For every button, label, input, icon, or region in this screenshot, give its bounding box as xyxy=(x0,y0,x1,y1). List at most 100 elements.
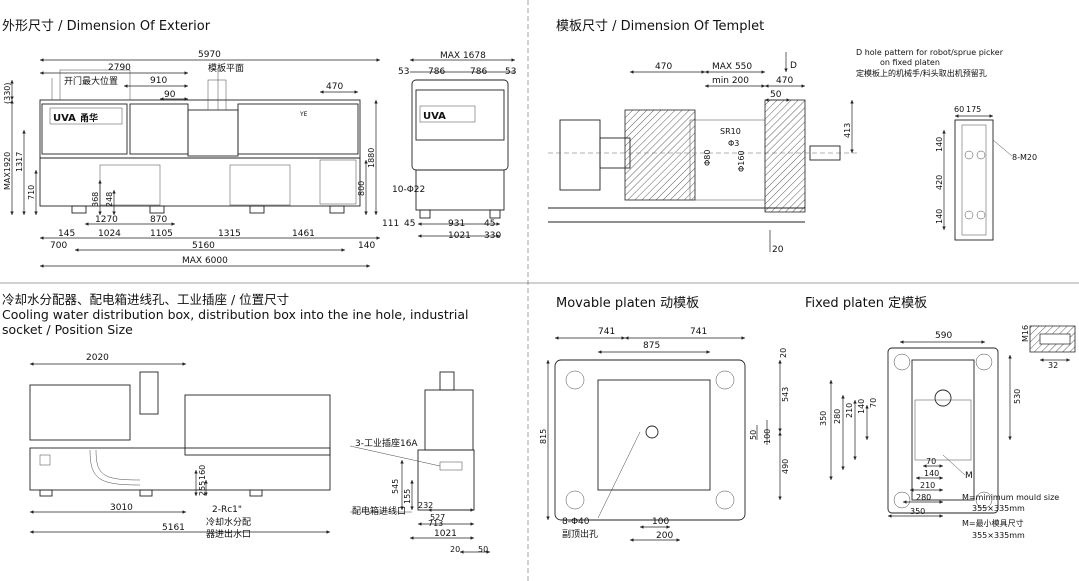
side-dim-45-left: 45 xyxy=(404,219,415,229)
exterior-dim-368: 368 xyxy=(91,192,100,207)
cooling-dim-545: 545 xyxy=(391,479,400,494)
exterior-dim-140: 140 xyxy=(358,241,375,251)
cooling-dim-5161: 5161 xyxy=(162,523,185,533)
exterior-dim-330: (330) xyxy=(3,82,12,104)
side-dim-53-right: 53 xyxy=(505,67,516,77)
fixed-dim-m16: M16 xyxy=(1021,325,1030,342)
movable-platen-title: Movable platen 动模板 xyxy=(556,296,700,311)
fixed-dim-530: 530 xyxy=(1013,389,1022,404)
exterior-dim-1024: 1024 xyxy=(98,229,121,239)
fixed-dim-280-v: 280 xyxy=(833,409,842,424)
movable-dim-543: 543 xyxy=(781,387,790,402)
exterior-dim-470: 470 xyxy=(326,82,343,92)
exterior-dim-1880: 1880 xyxy=(367,148,376,168)
exterior-dim-1270: 1270 xyxy=(95,215,118,225)
movable-dim-200: 200 xyxy=(656,531,673,541)
fixed-dim-70-v: 70 xyxy=(869,398,878,408)
cooling-dim-255: 255 xyxy=(198,481,207,496)
fixed-dim-70-h: 70 xyxy=(926,457,936,466)
fixed-dim-350-h: 350 xyxy=(910,507,925,516)
platen-plane-label: 模板平面 xyxy=(208,62,244,74)
cooling-main-view xyxy=(29,362,331,534)
templet-dim-min200: min 200 xyxy=(712,76,749,86)
door-max-position-label: 开门最大位置 xyxy=(64,75,118,87)
exterior-dim-800: 800 xyxy=(357,181,366,196)
templet-dim-phi3: Φ3 xyxy=(728,139,739,148)
model-label: YE xyxy=(299,111,308,118)
movable-dim-490: 490 xyxy=(781,459,790,474)
movable-dim-8-phi40: 8-Φ40 xyxy=(562,517,590,527)
fixed-dim-140-h: 140 xyxy=(924,469,939,478)
movable-dim-50: 50 xyxy=(749,430,758,440)
exterior-dim-5970: 5970 xyxy=(198,50,221,60)
templet-dim-420: 420 xyxy=(935,175,944,190)
templet-note-1: D hole pattern for robot/sprue picker xyxy=(856,48,1004,57)
side-dim-10-phi22: 10-Φ22 xyxy=(392,185,425,195)
cooling-rc1-label: 2-Rc1" xyxy=(212,505,242,515)
templet-dim-140-top: 140 xyxy=(935,137,944,152)
cooling-section-title-1: 冷却水分配器、配电箱进线孔、工业插座 / 位置尺寸 xyxy=(2,292,290,307)
fixed-dim-140-v: 140 xyxy=(857,399,866,414)
templet-dim-8-m20: 8-M20 xyxy=(1012,153,1037,162)
cooling-dim-160: 160 xyxy=(198,465,207,480)
logo-text: UVA xyxy=(53,113,76,124)
movable-dim-100: 100 xyxy=(763,429,772,444)
movable-dim-741-left: 741 xyxy=(598,327,615,337)
industrial-socket-label: 3-工业插座16A xyxy=(355,437,418,449)
side-dim-786-right: 786 xyxy=(470,67,487,77)
side-dim-1021: 1021 xyxy=(448,231,471,241)
exterior-dim-1315: 1315 xyxy=(218,229,241,239)
fixed-note-4: 355×335mm xyxy=(972,531,1025,540)
exterior-dim-910: 910 xyxy=(150,76,167,86)
cooling-dim-50: 50 xyxy=(478,545,488,554)
cooling-dim-232: 232 xyxy=(418,501,433,510)
distribution-inlet-label: 配电箱进线口 xyxy=(352,505,406,517)
exterior-side-view xyxy=(410,58,515,238)
templet-dim-phi160: Φ160 xyxy=(737,150,746,172)
templet-dim-20: 20 xyxy=(772,245,784,255)
templet-dim-60: 60 xyxy=(954,105,964,114)
fixed-note-1: M=minimum mould size xyxy=(962,493,1059,502)
templet-section-view xyxy=(548,52,860,252)
exterior-dim-145: 145 xyxy=(58,229,75,239)
exterior-dim-1461: 1461 xyxy=(292,229,315,239)
exterior-main-view xyxy=(10,58,380,268)
templet-dim-175: 175 xyxy=(966,105,981,114)
cooling-section-title-3: socket / Position Size xyxy=(2,322,133,337)
exterior-dim-5160: 5160 xyxy=(192,241,215,251)
fixed-note-3: M=最小模具尺寸 xyxy=(962,518,1024,528)
cooling-dim-20: 20 xyxy=(450,545,460,554)
fixed-dim-210-v: 210 xyxy=(845,403,854,418)
templet-note-2: on fixed platen xyxy=(880,58,940,67)
templet-dim-413: 413 xyxy=(843,123,852,138)
fixed-dim-280-h: 280 xyxy=(916,493,931,502)
cooling-dim-527: 527 xyxy=(430,513,445,522)
side-dim-45-right: 45 xyxy=(484,219,495,229)
templet-note-3: 定模板上的机械手/料头取出机预留孔 xyxy=(856,68,987,78)
exterior-dim-1317: 1317 xyxy=(15,152,24,172)
cooling-side-view xyxy=(349,371,490,554)
templet-dim-50: 50 xyxy=(770,90,782,100)
side-dim-53-left: 53 xyxy=(398,67,409,77)
side-dim-786-left: 786 xyxy=(428,67,445,77)
fixed-mould-marker: M xyxy=(965,471,973,481)
templet-dim-sr10: SR10 xyxy=(720,127,741,136)
ejector-hole-label: 副顶出孔 xyxy=(562,528,598,540)
movable-platen-view xyxy=(546,336,782,542)
exterior-dim-max1920: MAX1920 xyxy=(3,152,12,190)
cooling-dim-1021: 1021 xyxy=(434,529,457,539)
cooling-dim-155: 155 xyxy=(403,489,412,504)
fixed-note-2: 355×335mm xyxy=(972,504,1025,513)
fixed-dim-210-h: 210 xyxy=(920,481,935,490)
movable-dim-875: 875 xyxy=(643,341,660,351)
fixed-dim-350-v: 350 xyxy=(819,411,828,426)
templet-section-title: 模板尺寸 / Dimension Of Templet xyxy=(556,19,765,34)
templet-dim-140-bottom: 140 xyxy=(935,209,944,224)
templet-hole-pattern-view xyxy=(942,114,1013,241)
logo-cn-text: 甬华 xyxy=(80,112,98,124)
fixed-platen-title: Fixed platen 定模板 xyxy=(805,296,928,311)
templet-dim-d: D xyxy=(790,61,797,71)
templet-dim-470-right: 470 xyxy=(776,76,793,86)
movable-dim-20: 20 xyxy=(779,348,788,358)
